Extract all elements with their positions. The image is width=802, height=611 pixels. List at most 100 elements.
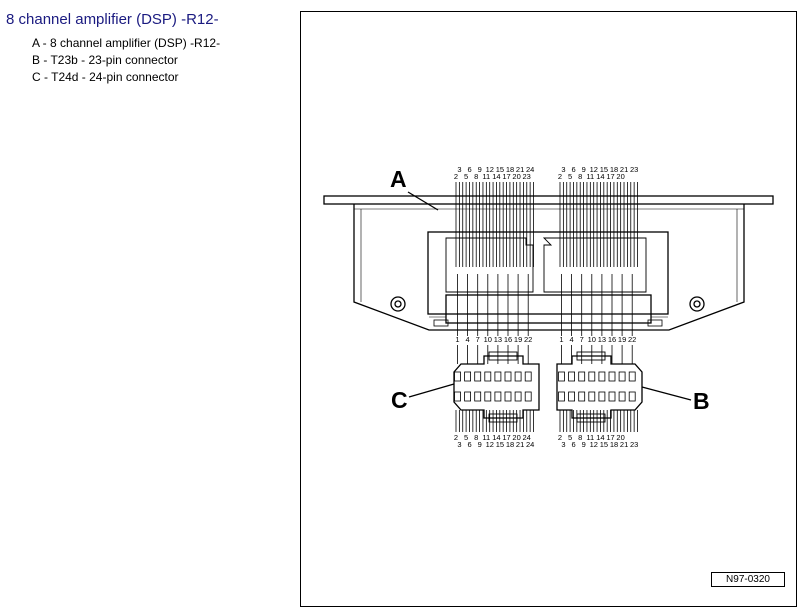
legend-item-b: B - T23b - 23-pin connector <box>32 53 178 67</box>
connector-c-pin-cell <box>524 371 532 382</box>
socket-base <box>445 294 652 324</box>
connector-c-top-pin-label: 9 <box>478 165 482 174</box>
connector-b-top-pin-label: 14 <box>596 172 604 181</box>
connector-c-mid-pin-label: 7 <box>476 335 480 344</box>
connector-c-top-pin-label: 20 <box>512 172 520 181</box>
connector-b-top-pin-label: 5 <box>568 172 572 181</box>
connector-b-pin-cell <box>598 371 606 382</box>
page-title: 8 channel amplifier (DSP) -R12- <box>6 11 219 28</box>
connector-c-bottom-pin-label: 24 <box>526 440 534 449</box>
connector-b-mid-pin-label: 19 <box>618 335 626 344</box>
connector-c-bottom-pin-label: 6 <box>468 440 472 449</box>
connector-b-top-pin-label: 21 <box>620 165 628 174</box>
connector-c-bottom-pin-label: 2 <box>454 433 458 442</box>
figure-id: N97-0320 <box>711 572 785 587</box>
mounting-screw-left <box>390 296 406 312</box>
connector-c-pin-cell <box>504 371 512 382</box>
connector-c-pin-cell <box>454 371 461 382</box>
connector-c-bottom-pin-label: 5 <box>464 433 468 442</box>
connector-b-pin-cell <box>588 391 596 402</box>
connector-c-top-pin-label: 24 <box>526 165 534 174</box>
legend-item-c: C - T24d - 24-pin connector <box>32 70 179 84</box>
connector-c-top-pin-label: 17 <box>502 172 510 181</box>
connector-b-top-pin-label: 2 <box>558 172 562 181</box>
connector-b-bottom-pin-label: 11 <box>586 433 594 442</box>
pin-wires <box>455 182 638 432</box>
connector-c-mid-pin-label: 1 <box>455 335 459 344</box>
connector-b-mid-pin-label: 7 <box>580 335 584 344</box>
connector-b-top-pin-label: 23 <box>630 165 638 174</box>
connector-c-pin-cell <box>494 391 502 402</box>
connector-c-top-pin-label: 15 <box>496 165 504 174</box>
connector-b-bottom-pin-label: 8 <box>578 433 582 442</box>
connector-b-top-pin-label: 12 <box>590 165 598 174</box>
connector-b-pin-cell <box>618 391 626 402</box>
connector-c-bottom-pin-label: 3 <box>457 440 461 449</box>
connector-c-bottom-pin-label: 11 <box>482 433 490 442</box>
connector-c-top-pin-label: 8 <box>474 172 478 181</box>
connector-b-bottom-pin-label: 5 <box>568 433 572 442</box>
connector-c-pin-cell <box>504 391 512 402</box>
connector-c-mid-pin-label: 4 <box>466 335 470 344</box>
connector-b-pin-cell <box>588 371 596 382</box>
connector-c-top-pin-label: 2 <box>454 172 458 181</box>
callout-b-leader <box>641 386 692 401</box>
connector-b-top-pin-label: 6 <box>572 165 576 174</box>
connector-b-mid-pin-label: 4 <box>570 335 574 344</box>
connector-b-mid-pin-label: 22 <box>628 335 636 344</box>
connector-c-mid-pin-label: 10 <box>484 335 492 344</box>
connector-b-bottom-pin-label: 14 <box>596 433 604 442</box>
connector-b-mid-pin-label: 16 <box>608 335 616 344</box>
connector-c-bottom-pin-label: 18 <box>506 440 514 449</box>
connector-b-bottom-pin-label: 21 <box>620 440 628 449</box>
connector-b-pin-cell <box>578 391 586 402</box>
connector-b-top-pin-label: 18 <box>610 165 618 174</box>
connector-c-top-pin-label: 6 <box>468 165 472 174</box>
connector-c-pin-cell <box>514 371 522 382</box>
connector-b-bottom-pin-label: 20 <box>616 433 624 442</box>
legend-item-a: A - 8 channel amplifier (DSP) -R12- <box>32 36 221 50</box>
connector-c-bottom-pin-label: 17 <box>502 433 510 442</box>
pin-cells <box>454 371 636 402</box>
connector-c-top-pin-label: 21 <box>516 165 524 174</box>
connector-b-pin-cell <box>628 371 636 382</box>
connector-b-pin-cell <box>568 391 576 402</box>
legend-panel: 8 channel amplifier (DSP) -R12- A - 8 ch… <box>0 0 300 611</box>
connector-b-pin-cell <box>618 371 626 382</box>
connector-c-pin-cell <box>514 391 522 402</box>
connector-c-mid-pin-label: 22 <box>524 335 532 344</box>
connector-b-pin-cell <box>598 391 606 402</box>
connector-b-bottom-pin-label: 9 <box>582 440 586 449</box>
connector-c-bottom-pin-label: 12 <box>486 440 494 449</box>
connector-c-top-pin-label: 11 <box>482 172 490 181</box>
connector-c-mid-pin-label: 13 <box>494 335 502 344</box>
connector-b-mid-pin-label: 13 <box>598 335 606 344</box>
connector-c-top-pin-label: 5 <box>464 172 468 181</box>
connector-c-top-pin-label: 14 <box>492 172 500 181</box>
callout-a-leader <box>407 191 439 211</box>
connector-b-top-pin-label: 9 <box>582 165 586 174</box>
connector-b-bottom-pin-label: 12 <box>590 440 598 449</box>
connector-c-bottom-pin-label: 14 <box>492 433 500 442</box>
connector-c-bottom-pin-label: 8 <box>474 433 478 442</box>
connector-b-top-pin-label: 3 <box>561 165 565 174</box>
connector-b-bottom-pin-label: 2 <box>558 433 562 442</box>
connector-c-bottom-pin-label: 15 <box>496 440 504 449</box>
connector-c-pin-cell <box>454 391 461 402</box>
connector-c-pin-cell <box>494 371 502 382</box>
connector-b-bottom-pin-label: 23 <box>630 440 638 449</box>
connector-c-bottom-pin-label: 20 <box>512 433 520 442</box>
connector-c-pin-cell <box>484 371 492 382</box>
connector-b-top-pin-label: 20 <box>616 172 624 181</box>
connector-c-pin-cell <box>474 391 482 402</box>
connector-c-pin-cell <box>464 371 472 382</box>
connector-c-top-pin-label: 23 <box>523 172 531 181</box>
callout-c: C <box>391 387 408 413</box>
amplifier-housing <box>353 204 745 331</box>
connector-c-top-pin-label: 18 <box>506 165 514 174</box>
connector-b-bottom-pin-label: 15 <box>600 440 608 449</box>
connector-c-top-pin-label: 3 <box>457 165 461 174</box>
mounting-screw-right <box>689 296 705 312</box>
